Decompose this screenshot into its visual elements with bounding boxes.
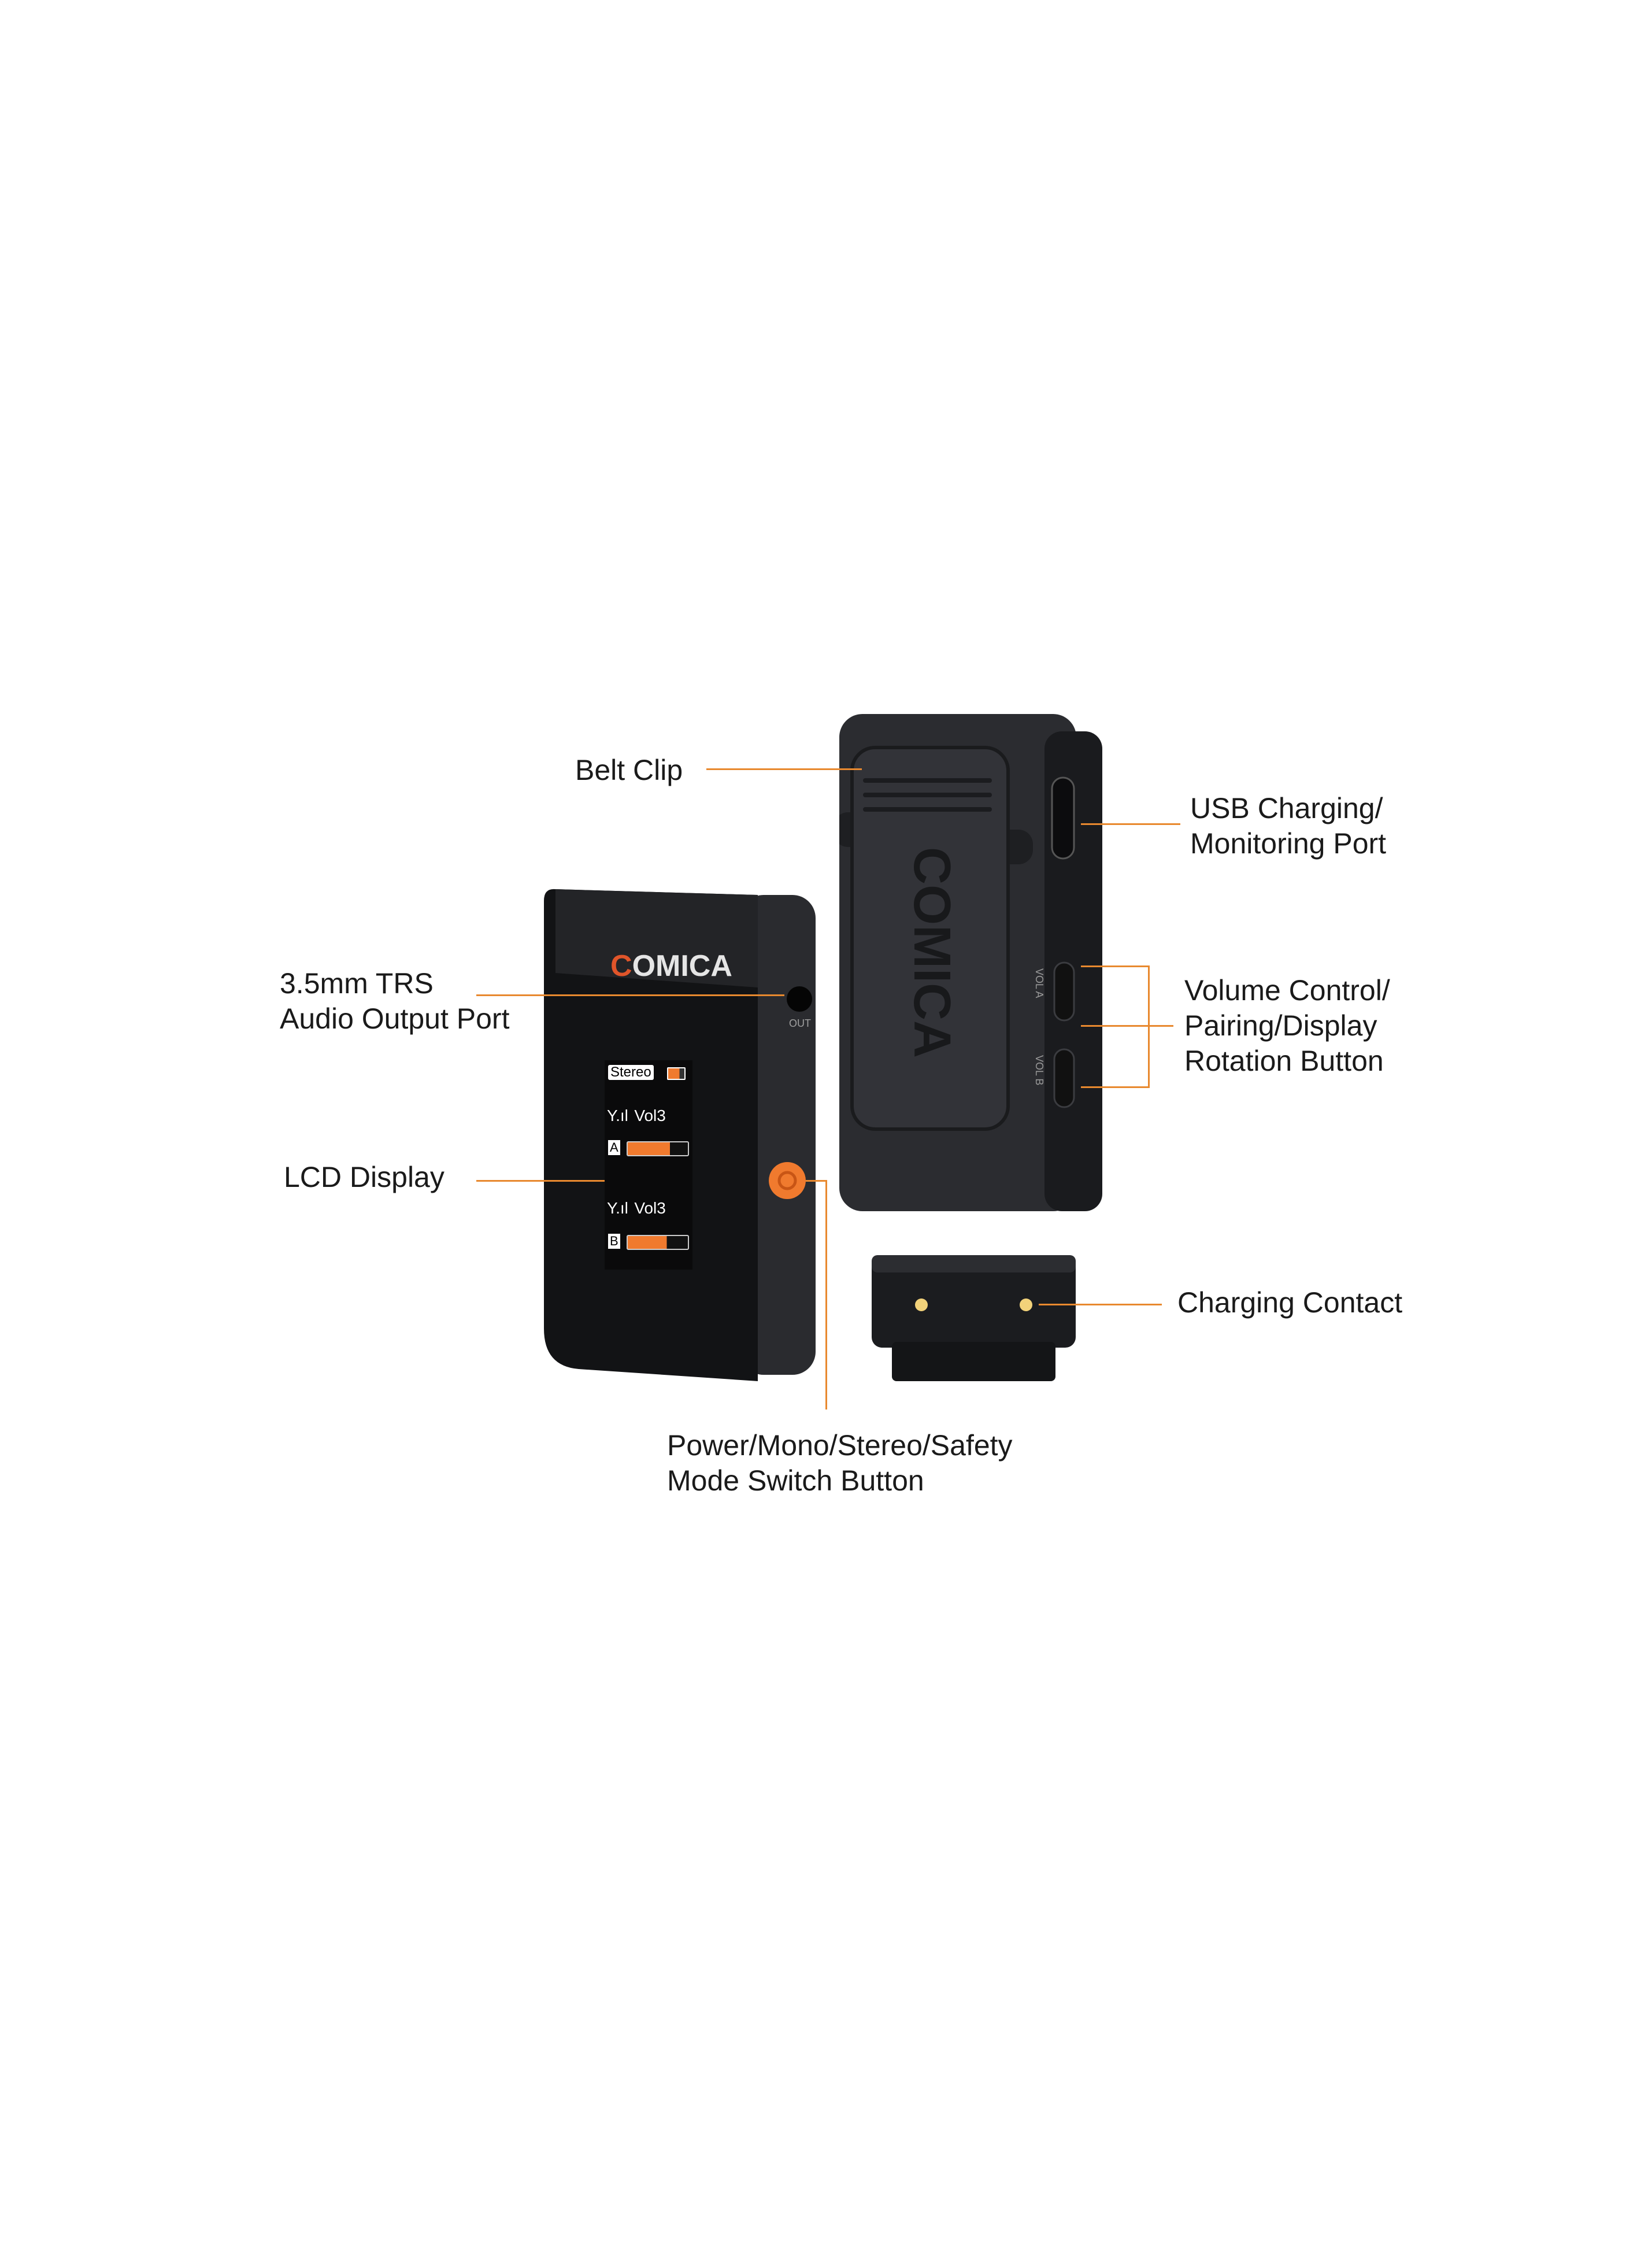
channel-a-level-meter xyxy=(627,1141,689,1156)
charging-contact-illustration xyxy=(872,1255,1076,1381)
volume-label-line1: Volume Control/ xyxy=(1184,974,1390,1007)
signal-icon: Y.ıl xyxy=(607,1107,628,1124)
brand-logo: COMICA xyxy=(610,949,732,983)
volume-leader xyxy=(1149,1025,1173,1027)
signal-icon: Y.ıl xyxy=(607,1199,628,1217)
audio-out-label: 3.5mm TRS Audio Output Port xyxy=(280,966,509,1037)
lcd-display-label: LCD Display xyxy=(284,1161,445,1193)
usb-port-label-line2: Monitoring Port xyxy=(1190,827,1387,860)
audio-out-label-line2: Audio Output Port xyxy=(280,1002,510,1035)
channel-b-row: Y.ıl Vol3 xyxy=(607,1199,691,1218)
channel-a-row: Y.ıl Vol3 xyxy=(607,1107,691,1125)
charging-contact-label: Charging Contact xyxy=(1177,1286,1403,1319)
channel-a-volume: Vol3 xyxy=(634,1107,666,1124)
lcd-battery-icon xyxy=(667,1067,686,1080)
power-button-label: Power/Mono/Stereo/Safety Mode Switch But… xyxy=(667,1428,1013,1499)
channel-b-level-meter xyxy=(627,1235,689,1250)
volume-control-label: Volume Control/ Pairing/Display Rotation… xyxy=(1184,973,1390,1079)
audio-out-leader xyxy=(476,994,784,996)
receiver-back-illustration: COMICA VOL A VOL B xyxy=(834,714,1102,1211)
usb-port-label: USB Charging/ Monitoring Port xyxy=(1190,791,1386,861)
channel-b-id: B xyxy=(608,1234,620,1249)
clip-brand-logo: COMICA xyxy=(903,847,961,1058)
belt-clip-label: Belt Clip xyxy=(575,754,683,786)
audio-out-label-line1: 3.5mm TRS xyxy=(280,967,434,1000)
usb-port-leader xyxy=(1081,823,1180,825)
lcd-screen: Stereo Y.ıl Vol3 A Y.ıl Vol3 B xyxy=(605,1060,692,1270)
volume-bracket-middle xyxy=(1081,1025,1149,1027)
power-leader-vertical xyxy=(825,1180,827,1409)
lcd-mode-badge: Stereo xyxy=(608,1065,654,1080)
charging-contact-leader xyxy=(1039,1304,1162,1305)
out-port-label: OUT xyxy=(789,1018,811,1029)
vol-b-text: VOL B xyxy=(1034,1055,1045,1085)
lcd-leader xyxy=(476,1180,605,1182)
volume-label-line2: Pairing/Display xyxy=(1184,1009,1377,1042)
receiver-back-view: COMICA VOL A VOL B xyxy=(834,714,1102,1216)
belt-clip-leader xyxy=(706,768,862,770)
power-leader-horizontal xyxy=(806,1180,827,1182)
channel-b-volume: Vol3 xyxy=(634,1199,666,1217)
usb-port-label-line1: USB Charging/ xyxy=(1190,792,1383,824)
power-label-line1: Power/Mono/Stereo/Safety xyxy=(667,1429,1013,1462)
power-label-line2: Mode Switch Button xyxy=(667,1464,924,1497)
vol-a-text: VOL A xyxy=(1034,968,1045,998)
channel-a-id: A xyxy=(608,1140,620,1155)
volume-label-line3: Rotation Button xyxy=(1184,1045,1384,1077)
volume-bracket xyxy=(1081,965,1150,1088)
